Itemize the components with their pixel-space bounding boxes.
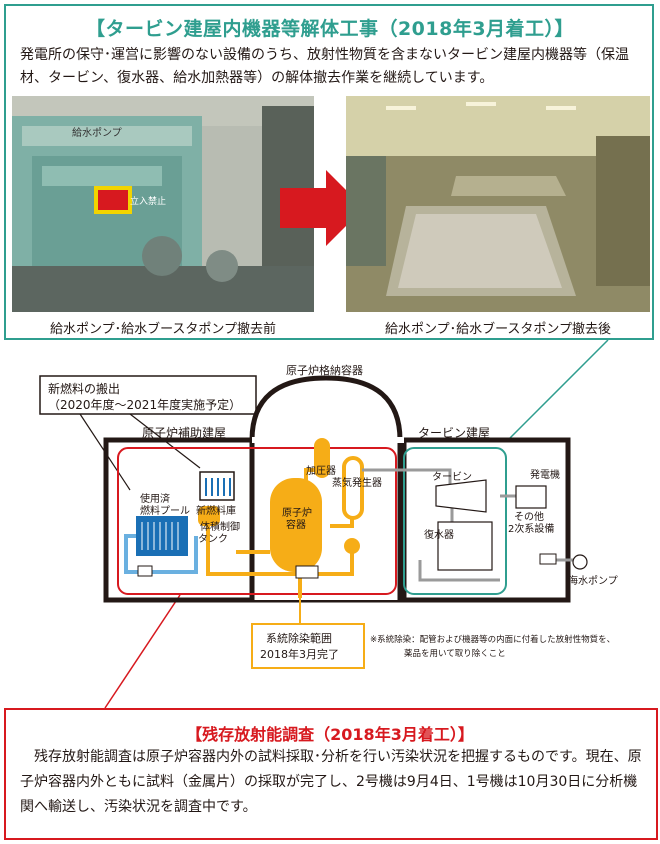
turbine-dismantling-frame [4, 4, 654, 340]
pool-heat-exchanger [137, 565, 153, 577]
before-after-arrow [280, 170, 364, 246]
survey-callout-line [104, 594, 181, 709]
note-decon-2: 薬品を用いて取り除くこと [404, 649, 506, 659]
residual-radioactivity-description: 残存放射能調査は原子炉容器内外の試料採取･分析を行い汚染状況を把握するものです。… [20, 749, 642, 815]
label-secondary-1: その他 [514, 512, 544, 523]
label-turbine: タービン [432, 472, 472, 483]
seawater-pump [572, 554, 588, 570]
decon-range-box [251, 623, 365, 669]
label-turbine-building: タービン建屋 [418, 426, 491, 440]
turbine-dismantling-title: 【タービン建屋内機器等解体工事（2018年3月着工）】 [85, 18, 575, 40]
label-generator: 発電機 [530, 470, 560, 481]
note-decon-1: ※系統除染：配管および機器等の内面に付着した放射性物質を、 [370, 635, 616, 645]
label-decon-range: 系統除染範囲 [266, 632, 332, 645]
photo-before-illustration: 立入禁止 給水ポンプ [12, 96, 314, 312]
photo-left-plate-text: 立入禁止 [130, 195, 166, 207]
turbine-callout-line [509, 340, 609, 439]
label-spent-fuel-pool-2: 燃料プール [140, 506, 190, 517]
label-new-fuel-callout: 新燃料の搬出 [48, 382, 121, 396]
label-aux-building: 原子炉補助建屋 [142, 426, 227, 440]
plant-system-diagram [39, 340, 609, 709]
new-fuel-callout-box [39, 375, 257, 415]
label-spent-fuel-pool-1: 使用済 [140, 494, 170, 505]
turbine-area-outline [403, 447, 507, 595]
pool-cooling-loop [124, 534, 198, 574]
residual-radioactivity-title: 【残存放射能調査（2018年3月着工）】 [186, 725, 474, 744]
steam-generator [342, 456, 364, 520]
turbine [435, 479, 487, 513]
label-condenser: 復水器 [424, 530, 454, 541]
reactor-vessel [270, 478, 322, 572]
label-new-fuel-schedule: （2020年度～2021年度実施予定） [48, 398, 242, 412]
label-seawater-pump: 海水ポンプ [568, 576, 618, 587]
spent-fuel-pool [136, 516, 188, 556]
label-secondary-2: 2次系設備 [508, 524, 555, 535]
turbine-dismantling-description: 発電所の保守･運営に影響のない設備のうち、放射性物質を含まないタービン建屋内機器… [20, 47, 629, 86]
photo-before-removal: 立入禁止 給水ポンプ [12, 96, 314, 312]
caption-after: 給水ポンプ･給水ブースタポンプ撤去後 [384, 322, 612, 337]
label-reactor-vessel-1: 原子炉 [282, 508, 312, 519]
residual-radioactivity-frame [4, 708, 658, 840]
label-reactor-containment: 原子炉格納容器 [286, 364, 363, 377]
label-vct-1: 体積制御 [200, 522, 240, 533]
condenser [437, 521, 493, 571]
label-reactor-vessel-2: 容器 [286, 520, 306, 531]
label-pressurizer: 加圧器 [306, 466, 336, 477]
decon-area-outline [117, 447, 397, 595]
label-new-fuel-storage: 新燃料庫 [196, 506, 236, 517]
secondary-heat-exchanger [539, 553, 557, 565]
primary-pump [344, 538, 360, 554]
photo-left-sign-text: 給水ポンプ [72, 126, 122, 139]
caption-before: 給水ポンプ･給水ブースタポンプ撤去前 [49, 322, 277, 337]
photo-after-removal [346, 96, 650, 312]
volume-control-tank [198, 506, 220, 526]
primary-heat-exchanger [295, 565, 319, 579]
label-steam-generator: 蒸気発生器 [332, 478, 382, 489]
pressurizer [314, 438, 330, 478]
generator [515, 485, 547, 509]
photo-after-illustration [346, 96, 650, 312]
label-decon-done: 2018年3月完了 [260, 648, 339, 661]
label-vct-2: タンク [198, 534, 228, 545]
